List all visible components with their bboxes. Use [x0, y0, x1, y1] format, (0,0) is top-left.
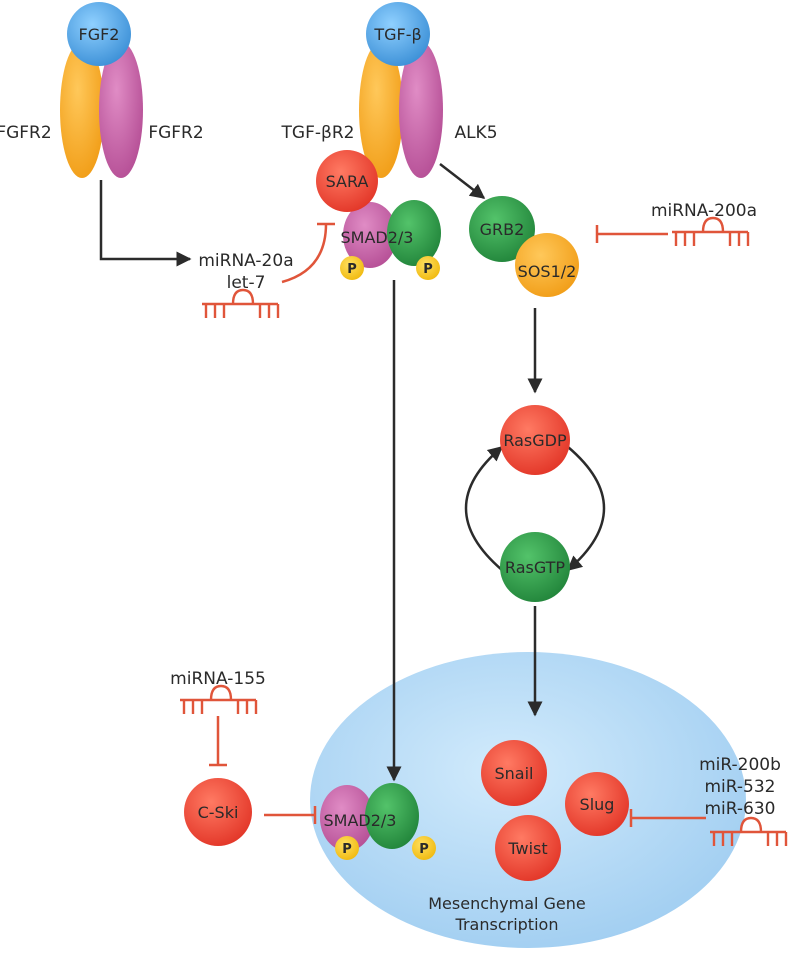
- nucleus-caption-line1: Mesenchymal Gene: [428, 894, 586, 913]
- sara-node: [316, 150, 378, 212]
- alk5-to-grb2-arrow: [439, 163, 486, 199]
- smad-purple-nucleus: [320, 785, 374, 851]
- fgf2-ligand: [67, 2, 131, 66]
- alk5-label: ALK5: [454, 123, 497, 143]
- fgfr2-left-subunit: [60, 42, 104, 178]
- mirna-200a-hairpin-icon: [672, 216, 750, 246]
- phospho-top-right: [416, 256, 440, 280]
- tgfbr2-subunit: [359, 42, 403, 178]
- mir-532-label: miR-532: [705, 777, 776, 797]
- let7-label: let-7: [227, 273, 266, 293]
- rasgdp-label: RasGDP: [503, 431, 567, 450]
- cski-node: [184, 778, 252, 846]
- mir-630-hairpin-icon: [710, 816, 788, 846]
- fgfr2-right-label: FGFR2: [148, 123, 203, 143]
- alk5-subunit: [399, 42, 443, 178]
- grb2-label: GRB2: [480, 220, 525, 239]
- phospho-nucleus-left-label: P: [342, 842, 352, 857]
- tgfb-receptor: TGF-β TGF-βR2 ALK5: [281, 2, 498, 178]
- smad23-nucleus-label: SMAD2/3: [324, 811, 397, 830]
- ras-cycle: RasGDP RasGTP: [464, 405, 606, 602]
- mirna-200a-group: miRNA-200a: [595, 201, 757, 246]
- rasgtp-label: RasGTP: [505, 558, 566, 577]
- snail-label: Snail: [495, 764, 534, 783]
- fgf2-label: FGF2: [79, 25, 120, 44]
- phospho-nucleus-left: [335, 836, 359, 860]
- rasgdp-to-rasgtp-arrow: [566, 446, 606, 571]
- slug-label: Slug: [580, 795, 615, 814]
- fgfr2-receptor: FGF2 FGFR2 FGFR2: [0, 2, 204, 178]
- mir-200b-label: miR-200b: [699, 755, 781, 775]
- tgfbr2-label: TGF-βR2: [281, 123, 355, 143]
- smad-complex-top: SMAD2/3 SARA P P: [316, 150, 441, 280]
- mir-200b-532-630-group: miR-200b miR-532 miR-630: [629, 755, 788, 846]
- phospho-nucleus-right: [412, 836, 436, 860]
- smad-purple-top: [343, 202, 397, 268]
- snail-node: [481, 740, 547, 806]
- smad-green-nucleus: [365, 783, 419, 849]
- fgfr2-left-label: FGFR2: [0, 123, 52, 143]
- tgfb-label: TGF-β: [373, 25, 421, 44]
- mirna-20a-let7-group: miRNA-20a let-7: [198, 222, 335, 318]
- mirna-20a-label: miRNA-20a: [198, 251, 293, 271]
- rasgdp-node: [500, 405, 570, 475]
- phospho-top-left: [340, 256, 364, 280]
- smad-complex-nucleus: SMAD2/3 P P: [320, 783, 436, 860]
- sos12-node: [515, 233, 579, 297]
- slug-node: [565, 772, 629, 836]
- fgfr2-to-mirna20a-arrow: [99, 180, 192, 267]
- grb2-node: [469, 196, 535, 262]
- smad-green-top: [387, 200, 441, 266]
- mir-630-label: miR-630: [705, 799, 776, 819]
- cski-label: C-Ski: [198, 803, 239, 822]
- rasgtp-node: [500, 532, 570, 602]
- phospho-nucleus-right-label: P: [419, 842, 429, 857]
- mirna-155-label: miRNA-155: [170, 669, 266, 689]
- rasgtp-to-rasgdp-arrow: [464, 446, 504, 571]
- mirna-155-hairpin-icon: [180, 684, 258, 714]
- mirna-155-group: miRNA-155: [170, 669, 266, 767]
- twist-label: Twist: [507, 839, 547, 858]
- smad23-top-label: SMAD2/3: [341, 228, 414, 247]
- twist-node: [495, 815, 561, 881]
- sos12-label: SOS1/2: [518, 262, 577, 281]
- tgfb-ligand: [366, 2, 430, 66]
- nucleus-caption-line2: Transcription: [455, 915, 559, 934]
- phospho-top-right-label: P: [423, 262, 433, 277]
- fgfr2-right-subunit: [99, 42, 143, 178]
- sara-label: SARA: [326, 172, 369, 191]
- phospho-top-left-label: P: [347, 262, 357, 277]
- mirna-200a-label: miRNA-200a: [651, 201, 757, 221]
- grb2-sos-complex: GRB2 SOS1/2: [469, 196, 579, 297]
- mirna-20a-hairpin-icon: [202, 288, 280, 318]
- mirna-20a-inhibition-curve: [281, 223, 328, 284]
